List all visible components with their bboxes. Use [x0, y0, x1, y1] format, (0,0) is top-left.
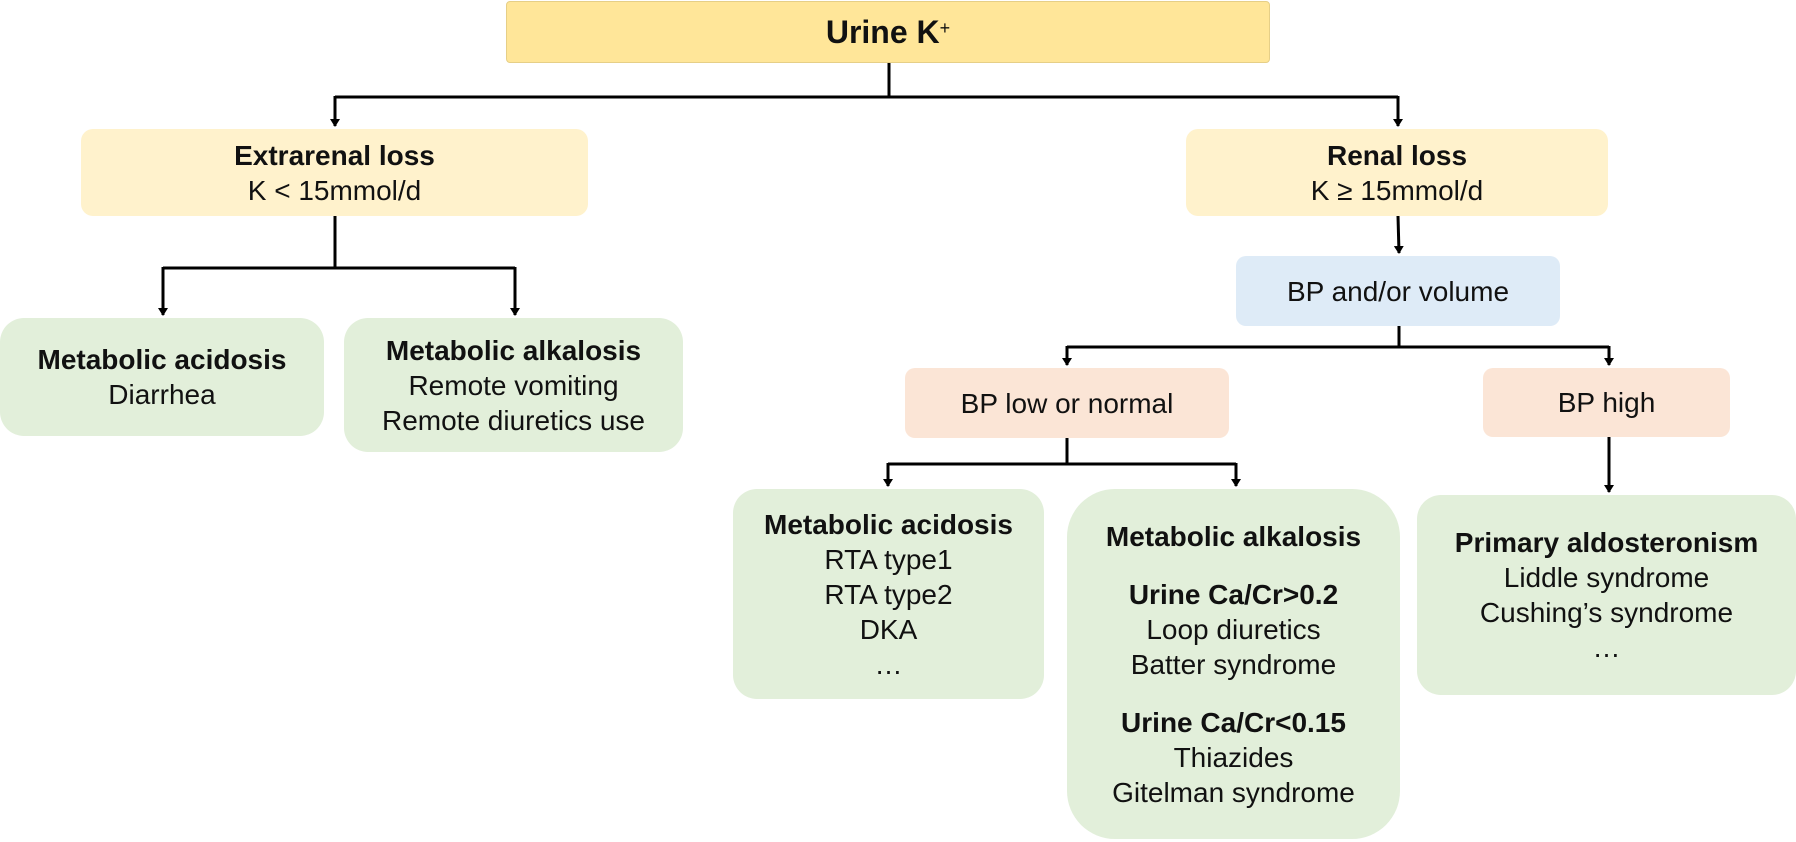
high-ca-item: Batter syndrome — [1130, 648, 1337, 680]
bp-low-node: BP low or normal — [905, 368, 1229, 438]
root-superscript: + — [939, 17, 951, 38]
bp-high-cause-item: Liddle syndrome — [1503, 562, 1710, 593]
bp-high-causes-title: Primary aldosteronism — [1454, 527, 1759, 558]
connector-bp-volume-bus — [1067, 326, 1609, 349]
bp-low-label: BP low or normal — [960, 387, 1174, 419]
renal-threshold: K ≥ 15mmol/d — [1310, 174, 1484, 206]
extra-acidosis-node: Metabolic acidosis Diarrhea — [0, 318, 324, 436]
renal-acidosis-item: DKA — [859, 613, 918, 645]
bp-high-causes-node: Primary aldosteronism Liddle syndrome Cu… — [1417, 495, 1796, 695]
bp-high-label: BP high — [1557, 387, 1656, 418]
renal-title: Renal loss — [1326, 139, 1468, 171]
bp-high-node: BP high — [1483, 368, 1730, 437]
bp-high-cause-item: Cushing’s syndrome — [1479, 597, 1734, 628]
extra-alkalosis-item: Remote vomiting — [408, 369, 619, 401]
renal-alkalosis-node: Metabolic alkalosis Urine Ca/Cr>0.2 Loop… — [1067, 489, 1400, 839]
extra-acidosis-title: Metabolic acidosis — [37, 344, 287, 375]
root-text: Urine K — [825, 13, 940, 50]
bp-volume-node: BP and/or volume — [1236, 256, 1560, 326]
renal-loss-node: Renal loss K ≥ 15mmol/d — [1186, 129, 1608, 216]
root-node-urine-k: Urine K+ — [506, 1, 1270, 63]
renal-acidosis-title: Metabolic acidosis — [764, 508, 1013, 540]
high-ca-item: Loop diuretics — [1146, 613, 1321, 645]
connector-bp-low-bus — [888, 438, 1236, 466]
renal-acidosis-item: RTA type1 — [824, 543, 953, 575]
extrarenal-title: Extrarenal loss — [234, 139, 435, 171]
low-ca-item: Thiazides — [1173, 741, 1294, 773]
renal-acidosis-item: RTA type2 — [824, 578, 953, 610]
arrow-to-bp-volume — [1393, 215, 1404, 254]
connector-extrarenal-bus — [163, 216, 515, 270]
extra-alkalosis-node: Metabolic alkalosis Remote vomiting Remo… — [344, 318, 683, 452]
renal-acidosis-node: Metabolic acidosis RTA type1 RTA type2 D… — [733, 489, 1044, 699]
bp-volume-label: BP and/or volume — [1286, 275, 1510, 307]
extra-alkalosis-title: Metabolic alkalosis — [385, 334, 642, 366]
renal-alkalosis-title: Metabolic alkalosis — [1105, 520, 1362, 552]
root-label: Urine K+ — [825, 13, 951, 50]
extrarenal-threshold: K < 15mmol/d — [247, 174, 422, 206]
extra-alkalosis-item: Remote diuretics use — [381, 404, 645, 436]
connector-root-bus — [335, 63, 1398, 99]
urine-ca-cr-low-label: Urine Ca/Cr<0.15 — [1121, 706, 1346, 738]
renal-acidosis-item: … — [874, 648, 903, 680]
extra-acidosis-item: Diarrhea — [108, 379, 216, 410]
bp-high-cause-item: … — [1592, 632, 1621, 663]
urine-ca-cr-high-label: Urine Ca/Cr>0.2 — [1128, 578, 1339, 610]
extrarenal-loss-node: Extrarenal loss K < 15mmol/d — [81, 129, 588, 216]
low-ca-item: Gitelman syndrome — [1112, 776, 1355, 808]
